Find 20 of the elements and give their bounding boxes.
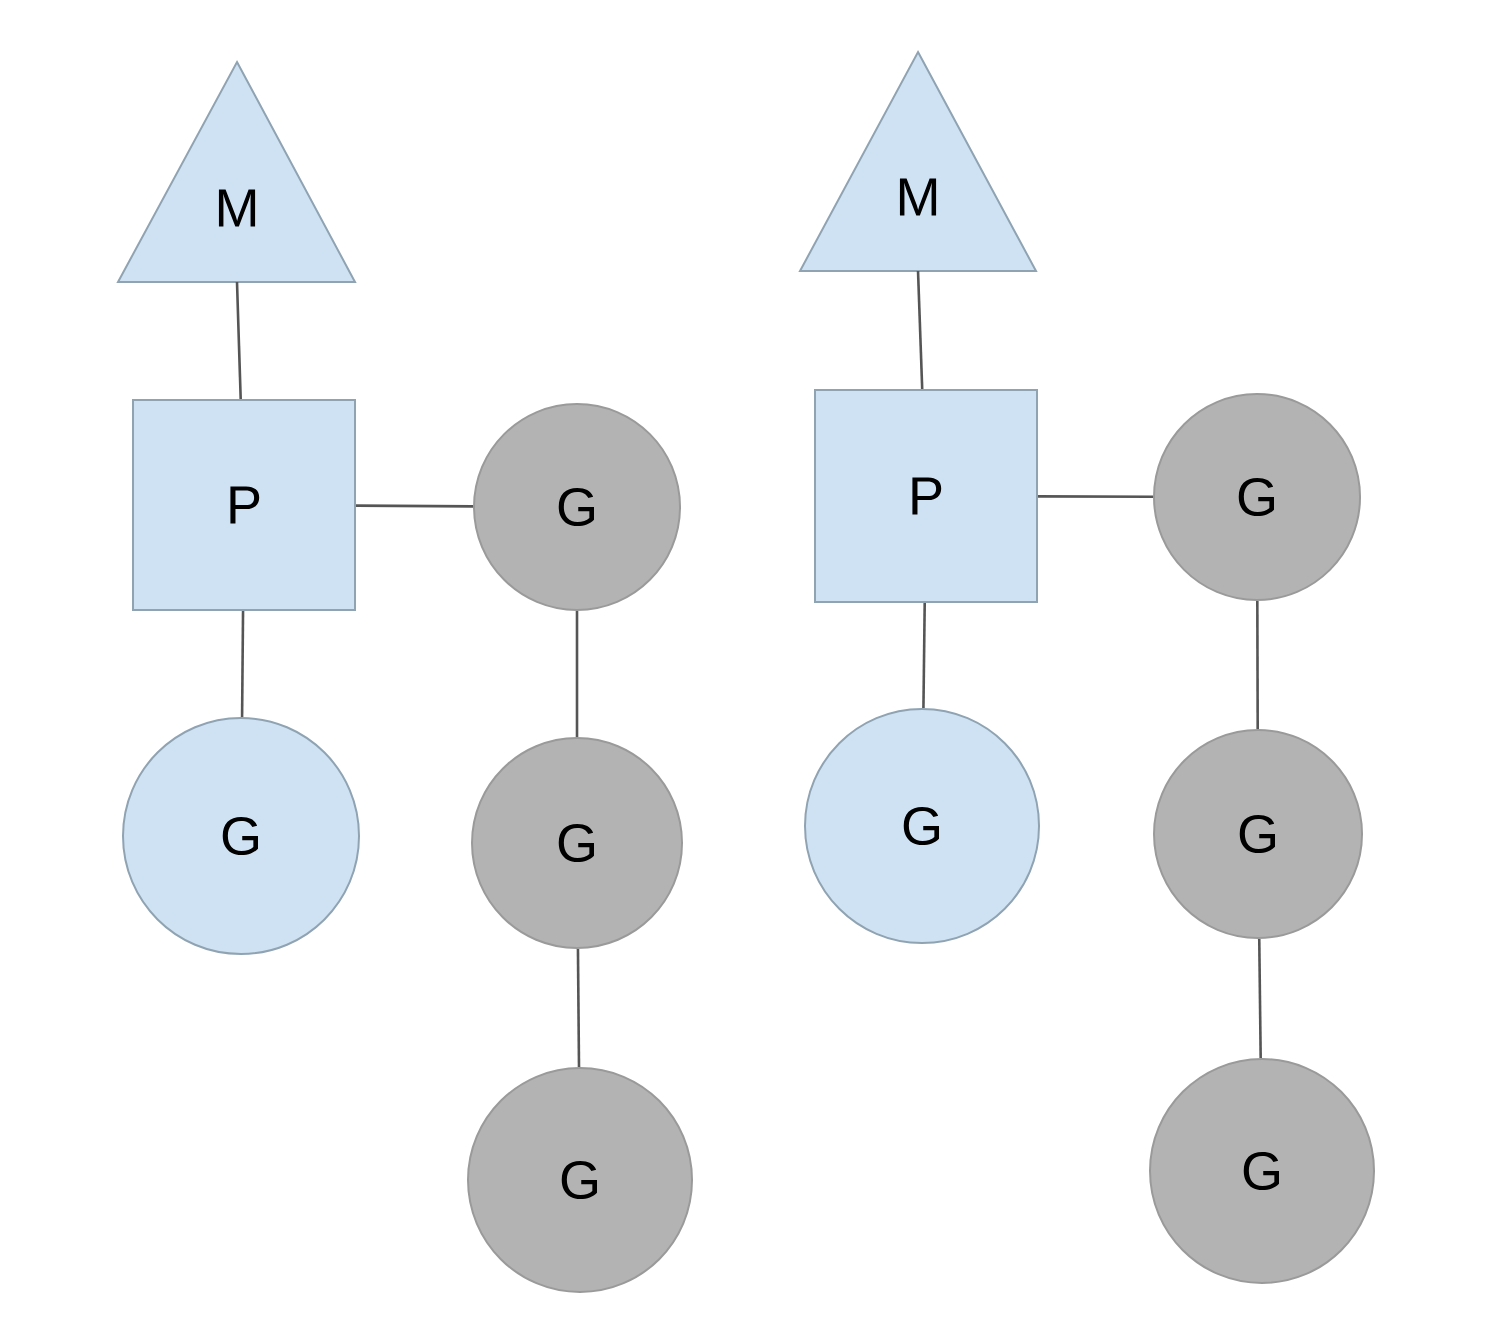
connector-line (575, 611, 579, 737)
connector-line (1256, 601, 1259, 729)
circle-node: G (1149, 1058, 1375, 1284)
connector-line (240, 611, 245, 718)
square-node: P (814, 389, 1038, 603)
circle-node: G (473, 403, 681, 611)
circle-node: G (804, 708, 1040, 944)
circle-node: G (467, 1067, 693, 1293)
connector-line (1038, 495, 1154, 498)
connector-line (356, 504, 473, 508)
connector-line (916, 270, 924, 390)
connector-line (1257, 938, 1262, 1059)
circle-node: G (1153, 393, 1361, 601)
connector-line (235, 281, 242, 400)
circle-node: G (471, 737, 683, 949)
connector-line (576, 948, 581, 1067)
circle-node: G (122, 717, 360, 955)
circle-node: G (1153, 729, 1363, 939)
square-node: P (132, 399, 356, 611)
connector-line (922, 603, 926, 709)
